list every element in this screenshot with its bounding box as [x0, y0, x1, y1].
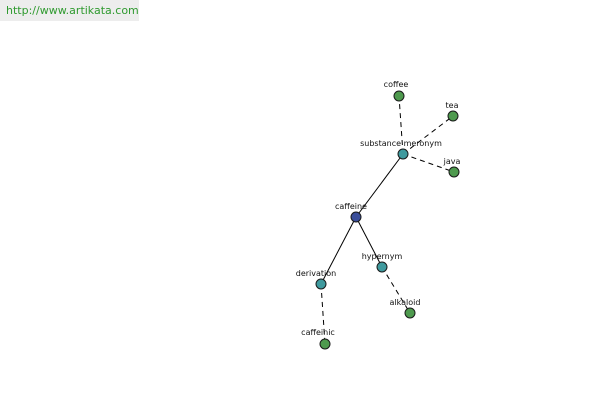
node-dot-java[interactable]: [448, 166, 460, 178]
edge-caffeine-to-hypernym: [355, 216, 383, 268]
node-dot-derivation[interactable]: [315, 278, 327, 290]
node-label-substance-meronym: substance meronym: [360, 139, 442, 148]
node-label-caffeine: caffeine: [335, 202, 367, 211]
node-label-coffee: coffee: [384, 80, 409, 89]
node-substance-meronym[interactable]: substance meronym: [360, 139, 442, 160]
edges-layer: [320, 95, 455, 345]
node-caffeinic[interactable]: caffeinic: [301, 328, 335, 350]
node-dot-substance-meronym[interactable]: [397, 148, 409, 160]
node-label-hypernym: hypernym: [362, 252, 403, 261]
node-dot-caffeine[interactable]: [350, 211, 362, 223]
node-caffeine[interactable]: caffeine: [335, 202, 367, 223]
node-hypernym[interactable]: hypernym: [362, 252, 403, 273]
edge-substance-meronym-to-java: [402, 153, 455, 173]
node-derivation[interactable]: derivation: [296, 269, 336, 290]
node-label-caffeinic: caffeinic: [301, 328, 335, 337]
node-dot-alkaloid[interactable]: [404, 307, 416, 319]
edge-derivation-to-caffeinic: [320, 283, 326, 345]
node-label-java: java: [443, 157, 461, 166]
edge-substance-meronym-to-tea: [402, 115, 454, 155]
url-link[interactable]: http://www.artikata.com: [0, 0, 139, 21]
node-tea[interactable]: tea: [446, 101, 459, 122]
node-dot-coffee[interactable]: [393, 90, 405, 102]
node-coffee[interactable]: coffee: [384, 80, 409, 102]
edge-substance-meronym-to-coffee: [398, 95, 404, 155]
edge-caffeine-to-substance-meronym: [355, 153, 404, 218]
node-dot-caffeinic[interactable]: [319, 338, 331, 350]
node-label-derivation: derivation: [296, 269, 336, 278]
node-dot-hypernym[interactable]: [376, 261, 388, 273]
node-alkaloid[interactable]: alkaloid: [390, 298, 421, 319]
nodes-layer: caffeine substance meronym hypernym derivat…: [296, 80, 461, 350]
node-label-alkaloid: alkaloid: [390, 298, 421, 307]
node-label-tea: tea: [446, 101, 459, 110]
edge-caffeine-to-derivation: [320, 216, 357, 285]
node-dot-tea[interactable]: [447, 110, 459, 122]
node-java[interactable]: java: [443, 157, 461, 178]
